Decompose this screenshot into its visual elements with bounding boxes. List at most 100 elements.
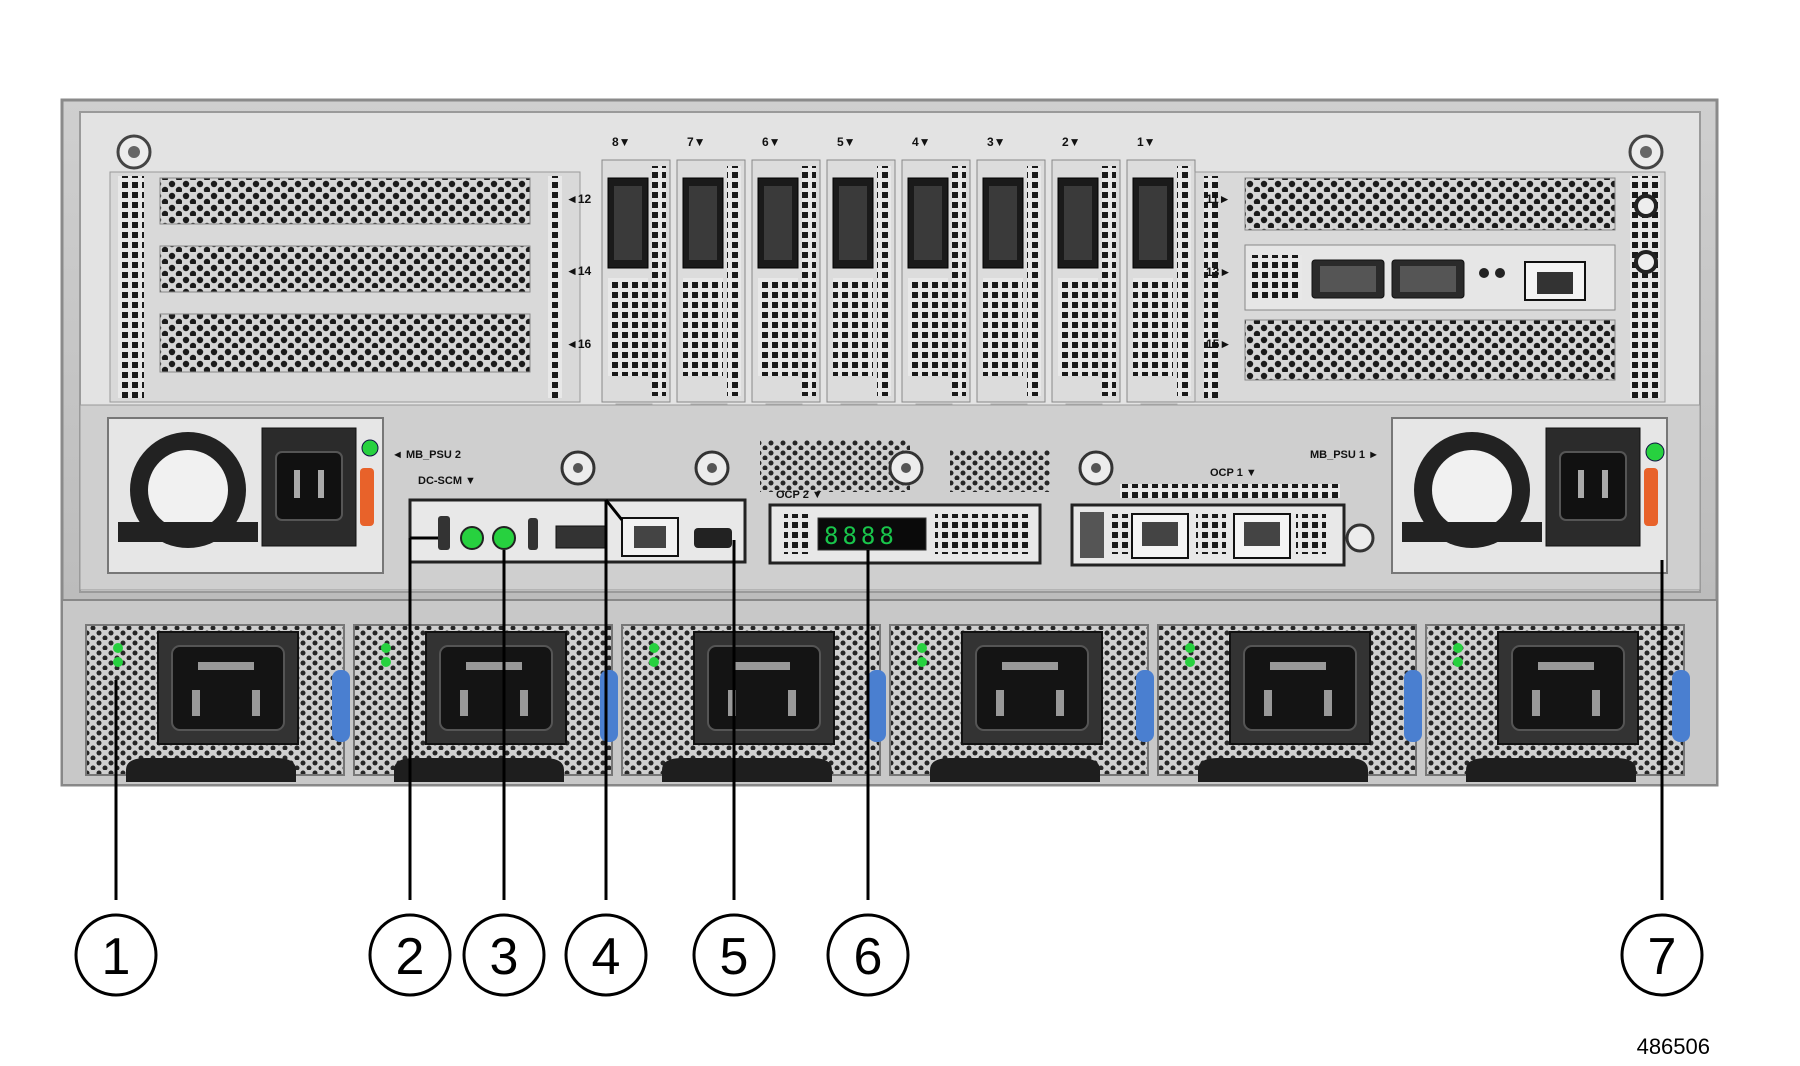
gpu-psu-row <box>85 624 1690 782</box>
usb-c-port[interactable] <box>528 518 538 550</box>
slot-label-2: 2▼ <box>1062 135 1081 149</box>
mb-psu-2 <box>107 417 384 574</box>
usb-a-port[interactable] <box>555 525 607 549</box>
svg-text:4: 4 <box>592 928 621 986</box>
svg-text:6: 6 <box>854 928 883 986</box>
callout-4: 4 <box>564 913 648 997</box>
callout-6: 6 <box>826 913 910 997</box>
right-riser: 11► 13► 15► <box>1194 171 1666 403</box>
callout-5: 5 <box>692 913 776 997</box>
slot-label-8: 8▼ <box>612 135 631 149</box>
slot-label-14: ◄14 <box>566 264 592 278</box>
pcie-cards <box>601 159 1196 431</box>
ocp1-module <box>1070 450 1375 567</box>
pcie-card <box>976 159 1046 431</box>
slot-label-3: 3▼ <box>987 135 1006 149</box>
power-inlet <box>171 645 285 731</box>
gpu-psu <box>85 624 350 782</box>
psu-handle[interactable] <box>1198 758 1368 782</box>
screw-icon <box>694 450 730 486</box>
ocp1-label: OCP 1 ▼ <box>1210 467 1257 479</box>
screw-icon <box>560 450 596 486</box>
status-led <box>1185 657 1195 667</box>
pcie-card <box>601 159 671 431</box>
seven-segment-display <box>817 517 927 551</box>
slot-label-12: ◄12 <box>566 192 592 206</box>
status-led <box>113 643 123 653</box>
pcie-card <box>751 159 821 431</box>
seven-segment-value: 8888 <box>824 522 898 550</box>
mini-displayport[interactable] <box>694 528 732 548</box>
psu-handle[interactable] <box>930 758 1100 782</box>
power-inlet <box>975 645 1089 731</box>
power-inlet <box>275 451 343 521</box>
usb-c-port[interactable] <box>438 516 450 550</box>
gpu-psu <box>353 624 618 782</box>
status-led <box>381 657 391 667</box>
slot-label-13: 13► <box>1206 265 1231 279</box>
status-led <box>917 643 927 653</box>
svg-text:7: 7 <box>1648 928 1677 986</box>
callout-7: 7 <box>1620 913 1704 997</box>
status-led <box>361 439 379 457</box>
ocp2-area: 8888 <box>760 440 1050 565</box>
mb-psu-1 <box>1391 417 1668 574</box>
callouts: 1 2 3 4 5 6 7 <box>74 913 1704 997</box>
id-led <box>460 526 484 550</box>
slot-label-1: 1▼ <box>1137 135 1156 149</box>
status-led <box>649 657 659 667</box>
svg-text:1: 1 <box>102 928 131 986</box>
svg-text:5: 5 <box>720 928 749 986</box>
power-inlet <box>1559 451 1627 521</box>
slot-label-16: ◄16 <box>566 337 592 351</box>
psu-handle[interactable] <box>1466 758 1636 782</box>
pcie-card <box>1126 159 1196 431</box>
power-inlet <box>439 645 553 731</box>
release-latch[interactable] <box>868 670 886 742</box>
psu-handle[interactable] <box>394 758 564 782</box>
slot-label-6: 6▼ <box>762 135 781 149</box>
status-led <box>381 643 391 653</box>
psu-handle[interactable] <box>126 758 296 782</box>
release-latch[interactable] <box>1672 670 1690 742</box>
screw-icon <box>116 134 152 170</box>
pcie-card <box>826 159 896 431</box>
svg-text:3: 3 <box>490 928 519 986</box>
slot-label-4: 4▼ <box>912 135 931 149</box>
screw-icon <box>1628 134 1664 170</box>
slot-label-11: 11► <box>1206 192 1231 206</box>
callout-2: 2 <box>368 913 452 997</box>
gpu-psu <box>621 624 886 782</box>
figure-id: 486506 <box>1637 1034 1710 1059</box>
ocp2-label: OCP 2 ▼ <box>776 489 823 501</box>
dc-scm-label: DC-SCM ▼ <box>418 475 476 487</box>
release-latch[interactable] <box>600 670 618 742</box>
callout-3: 3 <box>462 913 546 997</box>
power-inlet <box>1243 645 1357 731</box>
mb-psu2-label: ◄ MB_PSU 2 <box>392 449 461 461</box>
psu-handle[interactable] <box>662 758 832 782</box>
status-led <box>113 657 123 667</box>
left-riser: ◄12 ◄14 ◄16 <box>109 171 592 403</box>
pcie-card <box>901 159 971 431</box>
dc-scm-module <box>408 498 747 564</box>
gpu-psu <box>889 624 1154 782</box>
power-button[interactable] <box>492 526 516 550</box>
release-latch[interactable] <box>1404 670 1422 742</box>
slot-label-15: 15► <box>1206 337 1231 351</box>
pcie-slot-labels: 8▼ 7▼ 6▼ 5▼ 4▼ 3▼ 2▼ 1▼ <box>612 135 1156 149</box>
slot-label-5: 5▼ <box>837 135 856 149</box>
status-led <box>917 657 927 667</box>
status-led <box>1453 643 1463 653</box>
release-latch[interactable] <box>1136 670 1154 742</box>
mb-psu1-label: MB_PSU 1 ► <box>1310 449 1379 461</box>
pcie-card <box>676 159 746 431</box>
callout-lines <box>114 499 1664 900</box>
status-led <box>649 643 659 653</box>
power-inlet <box>707 645 821 731</box>
release-latch[interactable] <box>332 670 350 742</box>
status-led <box>1645 442 1665 462</box>
callout-1: 1 <box>74 913 158 997</box>
gpu-psu <box>1425 624 1690 782</box>
